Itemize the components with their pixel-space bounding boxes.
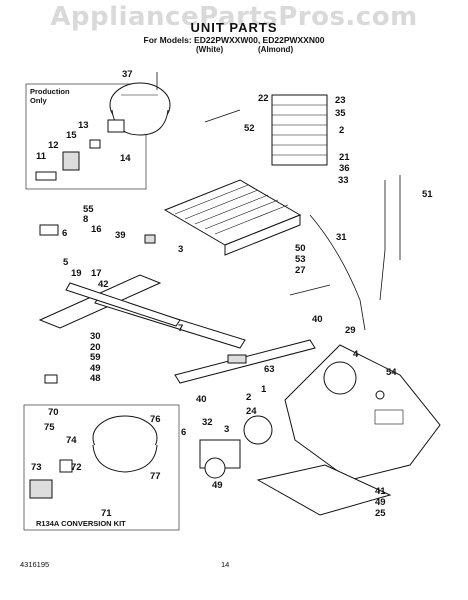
- callout-label: 2: [246, 392, 251, 403]
- part-59: [44, 374, 58, 384]
- condenser-coil: [271, 94, 328, 166]
- callout-label: 2: [339, 125, 344, 136]
- kit-box: [23, 404, 180, 531]
- callout-label: 51: [422, 189, 433, 200]
- callout-label: 70: [48, 407, 59, 418]
- part-63: [227, 354, 247, 364]
- callout-label: 50: [295, 243, 306, 254]
- drain-pan: [256, 464, 392, 516]
- relay-part: [62, 151, 80, 171]
- callout-label: 48: [90, 373, 101, 384]
- callout-label: 6: [62, 228, 67, 239]
- callout-label: 75: [44, 422, 55, 433]
- callout-label: 41: [375, 486, 386, 497]
- production-only-box: [25, 83, 147, 190]
- overload-part: [89, 139, 101, 149]
- callout-label: 32: [202, 417, 213, 428]
- callout-label: 30: [90, 331, 101, 342]
- callout-label: 14: [120, 153, 131, 164]
- tube-31: [309, 214, 366, 331]
- document-number: 4316195: [20, 560, 50, 569]
- callout-label: 39: [115, 230, 126, 241]
- callout-label: 52: [244, 123, 255, 134]
- part-6: [39, 224, 59, 236]
- page-title: UNIT PARTS: [190, 20, 278, 35]
- models-line: For Models: ED22PWXXW00, ED22PWXXN00: [143, 35, 325, 45]
- callout-label: 13: [78, 120, 89, 131]
- base-bracket: [284, 344, 441, 481]
- callout-label: 76: [150, 414, 161, 425]
- callout-label: 71: [101, 508, 112, 519]
- callout-label: 1: [261, 384, 267, 395]
- callout-label: 37: [122, 69, 133, 80]
- callout-label: 72: [71, 462, 82, 473]
- callout-label: 4: [353, 349, 359, 360]
- callout-label: 53: [295, 254, 306, 265]
- callout-label: 25: [375, 508, 386, 519]
- callout-label: 7: [178, 323, 183, 334]
- callout-label: 23: [335, 95, 346, 106]
- callout-label: 27: [295, 265, 306, 276]
- fan-motor: [199, 415, 273, 479]
- callout-label: 77: [150, 471, 161, 482]
- callout-label: 49: [90, 363, 101, 374]
- watermark-text: AppliancePartsPros.com: [50, 2, 418, 32]
- variant-almond: (Almond): [258, 45, 294, 54]
- callout-label: 19: [71, 268, 82, 279]
- tube-52: [204, 109, 241, 123]
- callout-label: 17: [91, 268, 102, 279]
- callout-label: 20: [90, 342, 101, 353]
- callout-label: 35: [335, 108, 346, 119]
- callout-label: 6: [181, 427, 186, 438]
- callout-label: 11: [36, 151, 47, 162]
- callout-label: 55: [83, 204, 94, 215]
- callout-label: 24: [246, 406, 257, 417]
- callout-label: 42: [98, 279, 109, 290]
- callout-labels: 37 22 23 35 52 2 21 36 33 51 55 8 39 50 …: [31, 69, 433, 519]
- production-only-note: Production Only: [30, 87, 70, 105]
- callout-label: 59: [90, 352, 101, 363]
- callout-label: 49: [375, 497, 386, 508]
- callout-label: 31: [336, 232, 347, 243]
- callout-label: 54: [386, 367, 397, 378]
- callout-label: 36: [339, 163, 350, 174]
- callout-label: 3: [224, 424, 229, 435]
- callout-label: 12: [48, 140, 59, 151]
- callout-label: 3: [178, 244, 183, 255]
- callout-label: 8: [83, 214, 88, 225]
- evaporator-coil: [163, 179, 302, 256]
- callout-label: 49: [212, 480, 223, 491]
- callout-label: 63: [264, 364, 275, 375]
- tube-27: [289, 284, 331, 296]
- callout-label: 16: [91, 224, 102, 235]
- callout-label: 40: [196, 394, 207, 405]
- conversion-kit-label: R134A CONVERSION KIT: [36, 519, 126, 528]
- callout-label: 40: [312, 314, 323, 325]
- callout-label: 33: [338, 175, 349, 186]
- callout-label: 74: [66, 435, 77, 446]
- callout-label: 21: [339, 152, 350, 163]
- callout-label: 15: [66, 130, 77, 141]
- compressor-top: [107, 82, 171, 136]
- callout-label: 73: [31, 462, 42, 473]
- part-54: [375, 390, 385, 400]
- callout-label: 29: [345, 325, 356, 336]
- callout-label: 5: [63, 257, 69, 268]
- callout-label: 22: [258, 93, 269, 104]
- part-39: [144, 234, 156, 244]
- tube-33: [379, 180, 386, 301]
- compressor-kit: [29, 415, 158, 499]
- clip-part: [35, 171, 57, 181]
- page-number: 14: [221, 560, 230, 569]
- variant-white: (White): [196, 45, 224, 54]
